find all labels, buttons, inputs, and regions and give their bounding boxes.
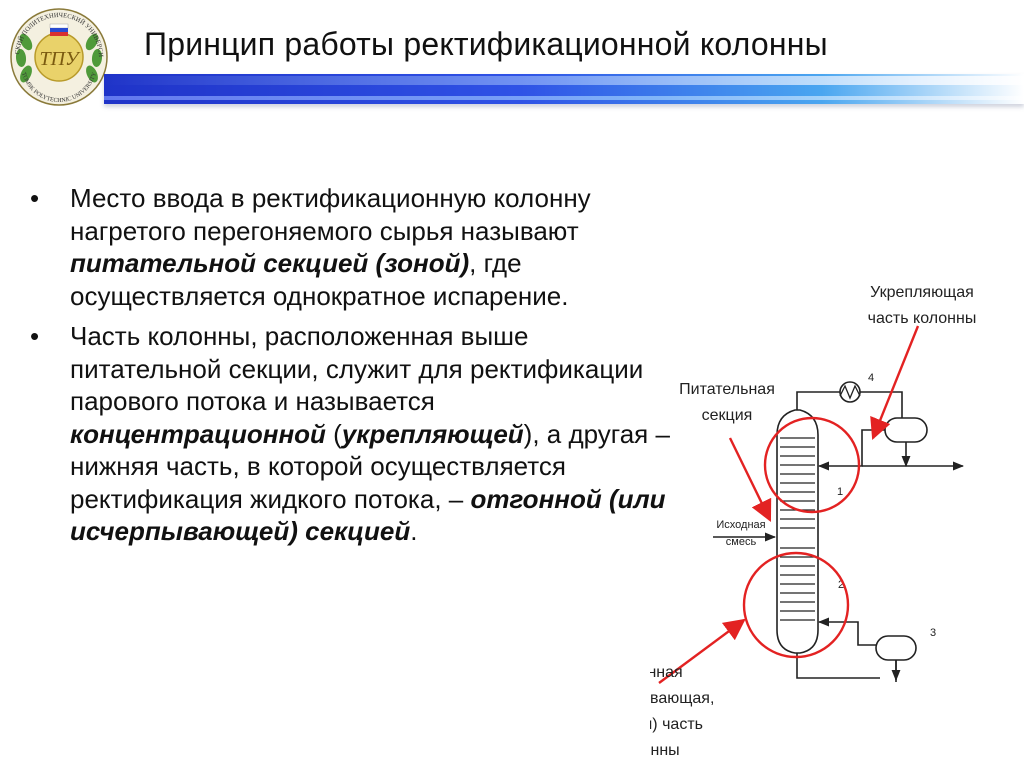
label-stripping-line-4: колонны (650, 742, 680, 759)
term-feed-section: питательной секцией (зоной) (70, 248, 470, 278)
stripping-section-highlight (742, 551, 850, 659)
distillation-column-diagram: 4 1 2 3 Исходная смесь Укрепляющая часть… (650, 284, 977, 759)
university-logo: ТОМСКИЙ ПОЛИТЕХНИЧЕСКИЙ УНИВЕРСИТЕТ TOMS… (4, 2, 108, 106)
column-body (776, 409, 819, 654)
label-stripping-line-1: Отгонная (650, 664, 683, 681)
arrow-rectifying (870, 325, 920, 441)
bullet-dot-icon: • (30, 321, 40, 351)
term-rectifying: укрепляющей (341, 418, 524, 449)
bullet-list: •Место ввода в ректификационную колонну … (26, 182, 686, 556)
label-feed-line-2: смесь (726, 536, 757, 548)
condenser-coil-icon (839, 384, 861, 400)
reflux-drum (884, 417, 928, 443)
label-feed-section-line-2: секция (702, 407, 753, 424)
column-trays (780, 437, 815, 621)
logo-monogram: ТПУ (39, 48, 81, 70)
bullet-item-column-parts: •Часть колонны, расположенная выше питат… (30, 321, 670, 547)
label-number-1: 1 (837, 486, 843, 498)
arrow-feed-section (728, 437, 772, 522)
term-stripping-section: отгонной (или исчерпывающей) секцией (70, 483, 666, 547)
flag-icon (49, 23, 69, 36)
bullet-dot-icon: • (30, 183, 40, 213)
reboiler-vapor-line (817, 617, 876, 646)
label-stripping-line-3: кубовая) часть (650, 716, 703, 733)
laurel-wreath-icon (15, 33, 103, 83)
arrow-stripping (658, 618, 746, 684)
header-gradient-bar (104, 74, 1024, 104)
label-rectifying-line-1: Укрепляющая (870, 284, 974, 301)
bullet-item-feed-section: •Место ввода в ректификационную колонну … (30, 183, 591, 311)
label-rectifying-line-2: часть колонны (868, 310, 977, 327)
label-stripping-line-2: (исчерпывающая, (650, 690, 714, 707)
label-number-4: 4 (868, 372, 874, 384)
label-feed-line-1: Исходная (716, 519, 765, 531)
label-number-3: 3 (930, 627, 936, 639)
bottoms-line (796, 653, 880, 679)
term-concentration: концентрационной (70, 418, 326, 449)
rectifying-section-highlight (763, 416, 861, 514)
label-number-2: 2 (838, 579, 844, 591)
label-feed-section-line-1: Питательная (679, 381, 775, 398)
reboiler (875, 635, 917, 661)
page-title: Принцип работы ректификационной колонны (144, 26, 828, 62)
